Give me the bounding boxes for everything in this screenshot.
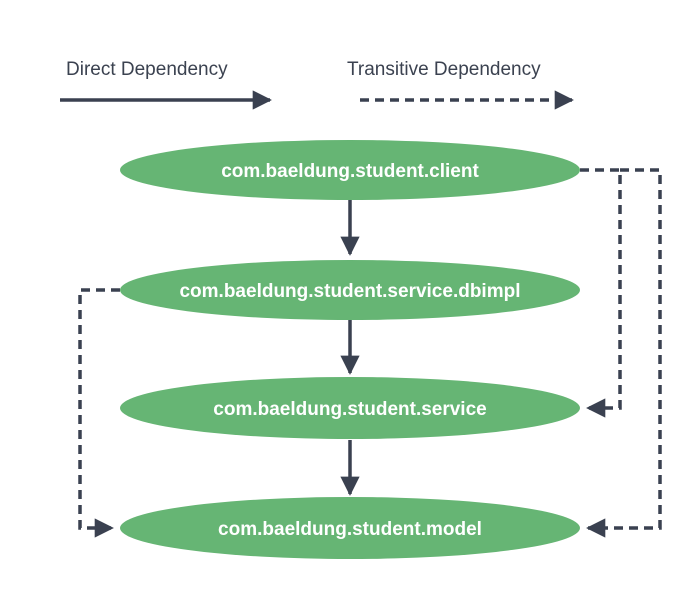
node-model-shape [120,497,580,559]
node-dbimpl[interactable]: com.baeldung.student.service.dbimpl [120,260,580,320]
node-dbimpl-shape [120,260,580,320]
node-client[interactable]: com.baeldung.student.client [120,140,580,200]
node-service[interactable]: com.baeldung.student.service [120,377,580,439]
node-model-label: com.baeldung.student.model [218,519,482,540]
legend-transitive-label: Transitive Dependency [347,59,541,80]
edge-client-to-model [586,168,662,538]
edge-dbimpl-to-model [78,288,120,538]
transitive-edges [78,168,662,538]
legend: Direct Dependency Transitive Dependency [60,59,574,110]
node-service-shape [120,377,580,439]
node-dbimpl-label: com.baeldung.student.service.dbimpl [179,281,520,302]
node-model[interactable]: com.baeldung.student.model [120,497,580,559]
node-service-label: com.baeldung.student.service [213,399,486,420]
legend-direct-label: Direct Dependency [66,59,228,80]
edge-client-to-service [580,168,622,418]
node-client-shape [120,140,580,200]
node-client-label: com.baeldung.student.client [221,161,479,182]
